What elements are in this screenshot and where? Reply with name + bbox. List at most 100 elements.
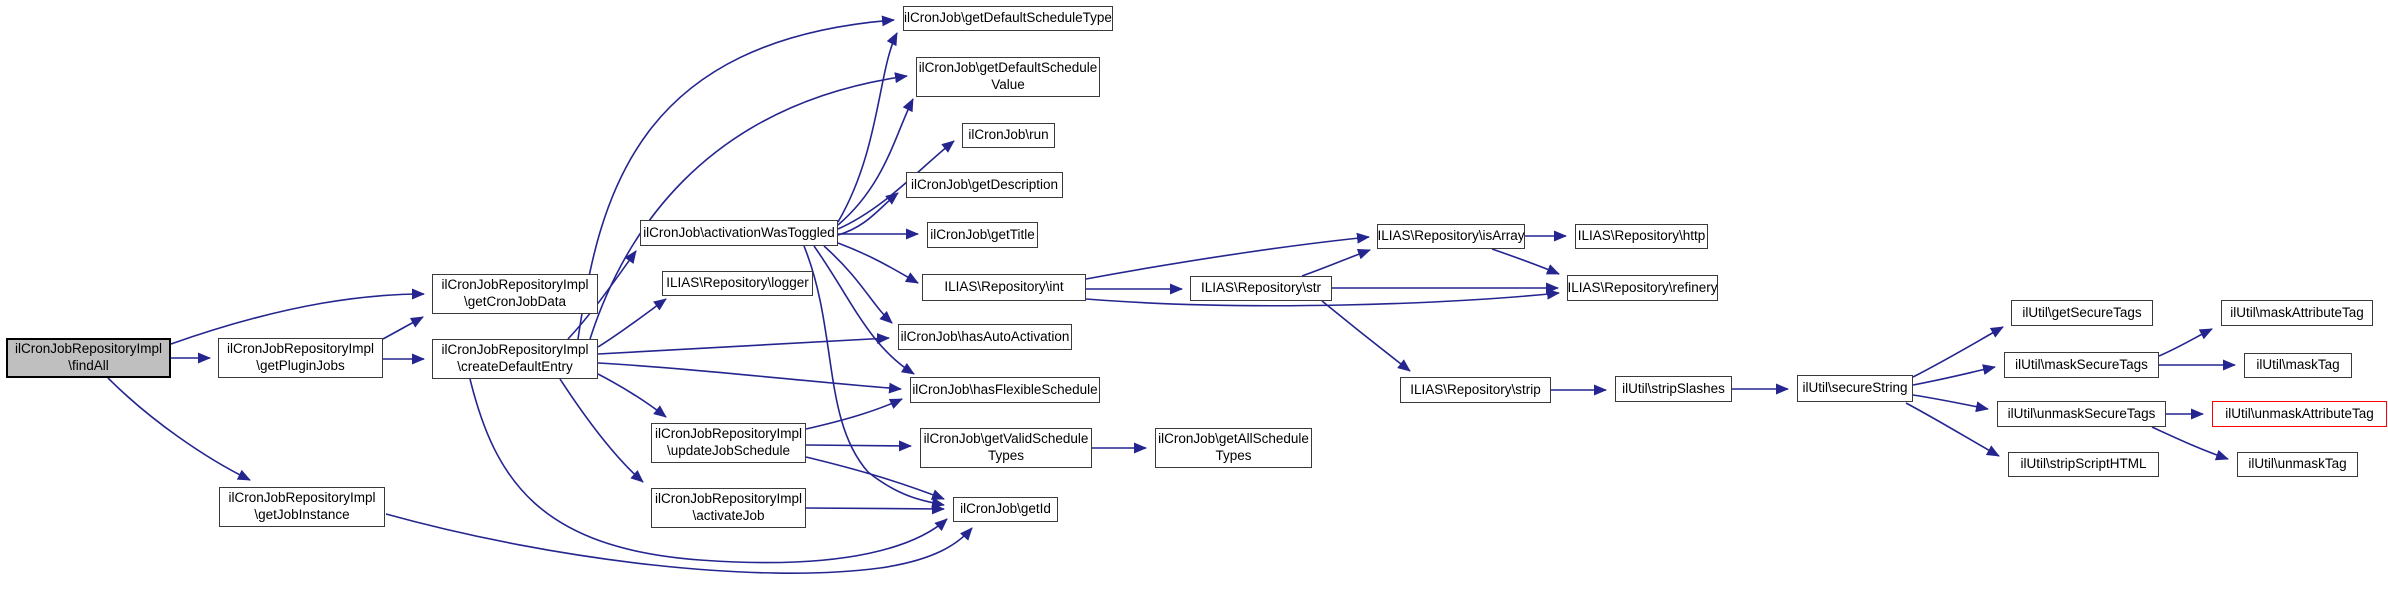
edge-str-to-strip <box>1321 300 1411 372</box>
node-str[interactable]: ILIAS\Repository\str <box>1190 276 1332 301</box>
node-isArray[interactable]: ILIAS\Repository\isArray <box>1377 224 1525 249</box>
edge-secureString-to-stripScriptHTML <box>1905 402 2000 457</box>
node-label: ilCronJobRepositoryImpl <box>441 277 589 293</box>
node-unmaskTag[interactable]: ilUtil\unmaskTag <box>2237 452 2358 477</box>
node-label: \getCronJobData <box>463 294 567 309</box>
node-stripScriptHTML[interactable]: ilUtil\stripScriptHTML <box>2008 452 2159 477</box>
node-label: ilUtil\secureString <box>1802 380 1908 396</box>
node-secureString[interactable]: ilUtil\secureString <box>1797 375 1913 402</box>
edge-updateJobSchedule-to-getValidScheduleTypes <box>805 440 912 452</box>
node-createDefaultEntry[interactable]: ilCronJobRepositoryImpl\createDefaultEnt… <box>432 339 598 379</box>
node-label: ilCronJob\getValidSchedule <box>923 431 1089 447</box>
node-label: ilCronJob\getDefaultSchedule <box>918 60 1098 76</box>
edge-activationWasToggled-to-getDefaultScheduleType <box>837 32 898 223</box>
node-label: \getJobInstance <box>254 507 350 522</box>
node-getSecureTags[interactable]: ilUtil\getSecureTags <box>2011 300 2153 326</box>
node-stripSlashes[interactable]: ilUtil\stripSlashes <box>1615 376 1732 402</box>
node-maskAttributeTag[interactable]: ilUtil\maskAttributeTag <box>2221 300 2373 326</box>
node-getTitle[interactable]: ilCronJob\getTitle <box>927 222 1038 248</box>
edge-createDefaultEntry-to-updateJobSchedule <box>597 373 667 418</box>
node-label: ilCronJob\getDescription <box>910 176 1059 192</box>
node-label: ILIAS\Repository\refinery <box>1567 279 1718 295</box>
edge-activationWasToggled-to-getId <box>803 245 945 509</box>
node-refinery[interactable]: ILIAS\Repository\refinery <box>1567 275 1718 301</box>
node-label: ilCronJob\hasFlexibleSchedule <box>912 381 1098 397</box>
node-label: \findAll <box>68 358 109 373</box>
edge-updateJobSchedule-to-hasFlexibleSchedule <box>805 398 903 430</box>
node-findAll[interactable]: ilCronJobRepositoryImpl\findAll <box>6 338 171 378</box>
node-label: ilCronJobRepositoryImpl <box>654 426 803 442</box>
node-label: ilCronJobRepositoryImpl <box>226 341 375 357</box>
node-label: ilUtil\stripSlashes <box>1622 380 1725 396</box>
edge-getPluginJobs-to-getCronJobData <box>382 316 424 340</box>
node-maskTag[interactable]: ilUtil\maskTag <box>2244 353 2352 378</box>
node-strip[interactable]: ILIAS\Repository\strip <box>1400 377 1551 403</box>
node-unmaskSecureTags[interactable]: ilUtil\unmaskSecureTags <box>1997 401 2166 427</box>
node-label: ILIAS\Repository\http <box>1577 228 1706 244</box>
node-activateJob[interactable]: ilCronJobRepositoryImpl\activateJob <box>651 488 806 528</box>
node-label: ilUtil\maskTag <box>2256 357 2340 373</box>
node-getPluginJobs[interactable]: ilCronJobRepositoryImpl\getPluginJobs <box>218 338 383 378</box>
node-run[interactable]: ilCronJob\run <box>962 123 1055 148</box>
node-label: ilCronJobRepositoryImpl <box>441 342 589 358</box>
node-label: ilUtil\unmaskSecureTags <box>2007 405 2156 421</box>
node-getDefaultScheduleType[interactable]: ilCronJob\getDefaultScheduleType <box>903 6 1113 31</box>
edge-secureString-to-unmaskSecureTags <box>1912 394 1989 413</box>
edge-int-to-refinery <box>1085 288 1560 307</box>
edge-activationWasToggled-to-hasFlexibleSchedule <box>813 245 915 375</box>
node-http[interactable]: ILIAS\Repository\http <box>1575 224 1708 249</box>
edge-str-to-isArray <box>1301 248 1371 277</box>
node-label: Types <box>987 448 1025 463</box>
node-hasAutoActivation[interactable]: ilCronJob\hasAutoActivation <box>898 324 1072 350</box>
node-label: ILIAS\Repository\isArray <box>1377 228 1525 244</box>
node-getId[interactable]: ilCronJob\getId <box>953 497 1058 522</box>
node-label: ilCronJobRepositoryImpl <box>228 490 376 506</box>
node-label: \getPluginJobs <box>256 358 345 373</box>
node-label: ilCronJobRepositoryImpl <box>654 491 803 507</box>
node-label: ilCronJob\getDefaultScheduleType <box>904 10 1112 26</box>
node-label: ilCronJob\getTitle <box>930 226 1035 242</box>
node-label: ilCronJob\getId <box>960 501 1051 517</box>
node-label: ilUtil\maskAttributeTag <box>2230 304 2364 320</box>
edge-maskSecureTags-to-maskAttributeTag <box>2158 328 2213 357</box>
node-getJobInstance[interactable]: ilCronJobRepositoryImpl\getJobInstance <box>219 487 385 527</box>
node-getCronJobData[interactable]: ilCronJobRepositoryImpl\getCronJobData <box>432 274 598 314</box>
edge-createDefaultEntry-to-activationWasToggled <box>567 250 637 340</box>
node-label: \activateJob <box>692 508 765 523</box>
edge-activationWasToggled-to-int <box>837 242 919 284</box>
edge-activationWasToggled-to-getDefaultScheduleValue <box>837 98 914 226</box>
node-hasFlexibleSchedule[interactable]: ilCronJob\hasFlexibleSchedule <box>910 377 1100 403</box>
node-unmaskAttributeTag[interactable]: ilUtil\unmaskAttributeTag <box>2212 401 2387 427</box>
node-label: ilUtil\maskSecureTags <box>2015 356 2148 372</box>
edge-createDefaultEntry-to-getId <box>469 378 948 564</box>
edge-secureString-to-maskSecureTags <box>1912 364 1996 386</box>
edge-activateJob-to-getId <box>805 503 945 515</box>
edge-secureString-to-getSecureTags <box>1912 326 2004 378</box>
node-label: Value <box>991 77 1025 92</box>
node-label: ILIAS\Repository\logger <box>666 275 809 291</box>
node-label: ILIAS\Repository\int <box>944 279 1064 295</box>
edge-unmaskSecureTags-to-unmaskTag <box>2151 426 2229 461</box>
node-maskSecureTags[interactable]: ilUtil\maskSecureTags <box>2004 352 2159 378</box>
node-int[interactable]: ILIAS\Repository\int <box>922 274 1086 301</box>
edge-findAll-to-getCronJobData <box>170 288 425 345</box>
node-activationWasToggled[interactable]: ilCronJob\activationWasToggled <box>640 220 838 246</box>
node-label: \updateJobSchedule <box>666 443 791 458</box>
node-label: ilUtil\stripScriptHTML <box>2020 456 2147 472</box>
edge-activationWasToggled-to-getDescription <box>837 192 899 236</box>
node-label: ilCronJob\getAllSchedule <box>1158 431 1309 447</box>
edge-activationWasToggled-to-run <box>837 140 955 230</box>
node-label: ilCronJob\run <box>968 127 1049 143</box>
node-getDescription[interactable]: ilCronJob\getDescription <box>906 172 1063 198</box>
node-label: ILIAS\Repository\str <box>1200 280 1322 296</box>
node-label: ilUtil\unmaskAttributeTag <box>2225 405 2374 421</box>
node-logger[interactable]: ILIAS\Repository\logger <box>662 271 813 296</box>
edge-activationWasToggled-to-hasAutoActivation <box>823 245 893 324</box>
node-label: ILIAS\Repository\strip <box>1410 381 1541 397</box>
node-updateJobSchedule[interactable]: ilCronJobRepositoryImpl\updateJobSchedul… <box>651 423 806 463</box>
edge-createDefaultEntry-to-hasAutoActivation <box>597 333 890 355</box>
